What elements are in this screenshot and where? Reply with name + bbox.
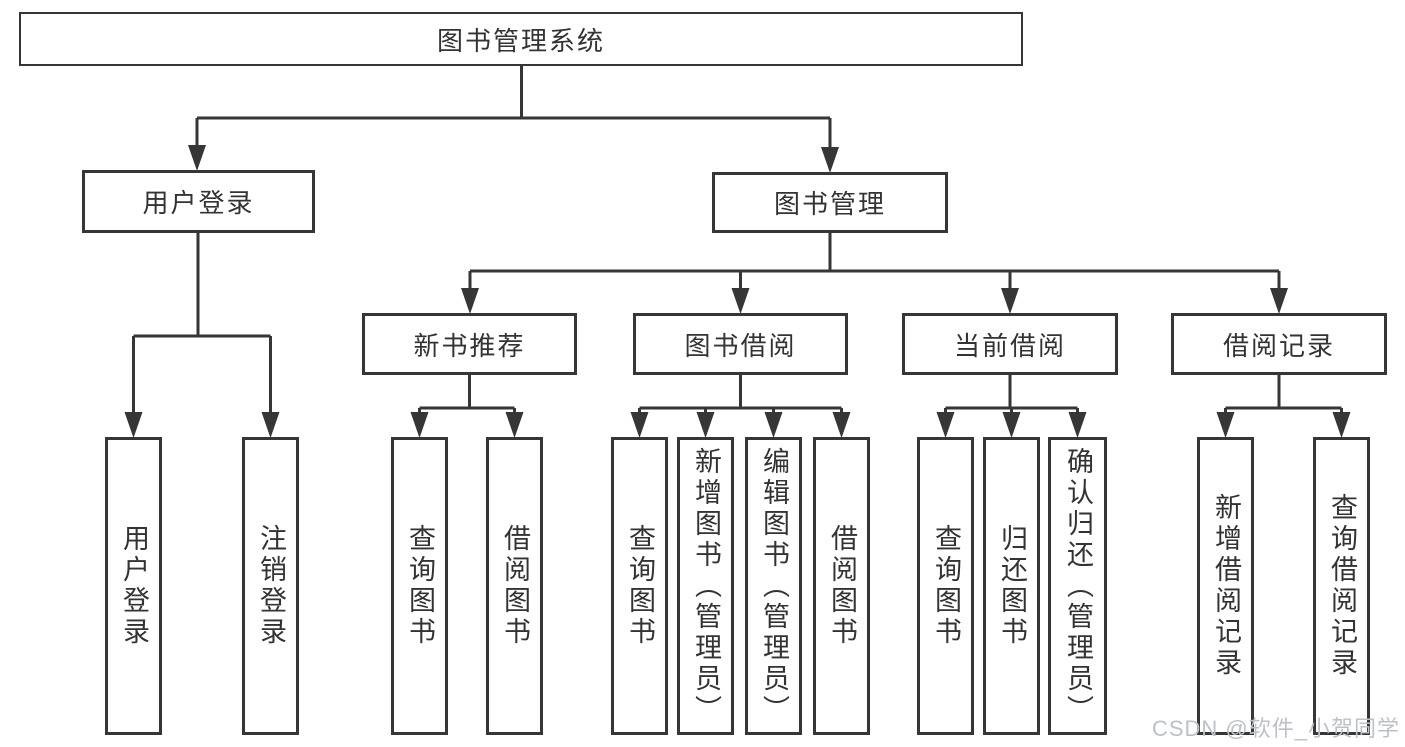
leaf-edit-book-admin: 编辑图书（管理员） [745, 437, 802, 735]
leaf-query-books-current: 查询图书 [917, 437, 974, 735]
leaf-confirm-return-admin: 确认归还（管理员） [1048, 437, 1107, 735]
node-borrow-records: 借阅记录 [1171, 313, 1387, 375]
leaf-borrow-books-recommend: 借阅图书 [486, 437, 543, 735]
leaf-borrow-books-borrow: 借阅图书 [813, 437, 870, 735]
node-new-book-recommend: 新书推荐 [362, 313, 577, 375]
leaf-return-books: 归还图书 [983, 437, 1040, 735]
node-library-system: 图书管理系统 [19, 12, 1023, 66]
leaf-query-borrow-record: 查询借阅记录 [1313, 437, 1370, 735]
leaf-add-book-admin: 新增图书（管理员） [677, 437, 734, 735]
leaf-query-books-borrow: 查询图书 [611, 437, 668, 735]
leaf-query-books-recommend: 查询图书 [391, 437, 448, 735]
node-current-borrow: 当前借阅 [902, 313, 1118, 375]
node-book-borrow: 图书借阅 [633, 313, 848, 375]
node-book-management: 图书管理 [712, 172, 948, 233]
leaf-logout: 注销登录 [242, 437, 299, 735]
leaf-add-borrow-record: 新增借阅记录 [1197, 437, 1254, 735]
node-user-login: 用户登录 [82, 170, 315, 233]
leaf-user-login: 用户登录 [105, 437, 162, 735]
